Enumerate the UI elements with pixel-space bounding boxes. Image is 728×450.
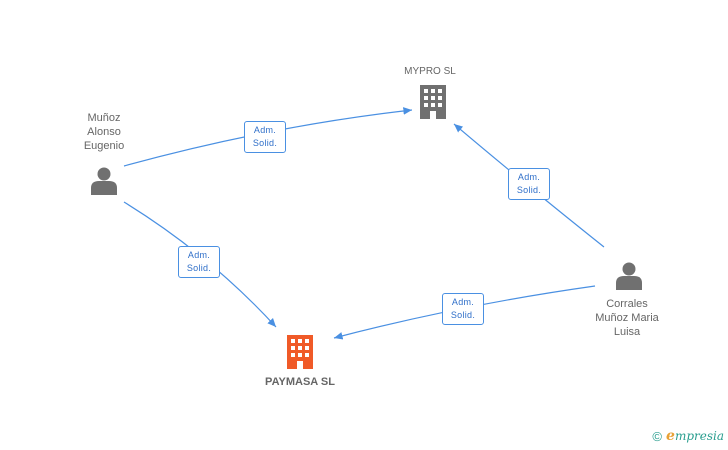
building-icon[interactable] — [283, 334, 317, 370]
edge-label-munoz-paymasa: Adm. Solid. — [178, 246, 220, 278]
brand-initial: e — [666, 428, 675, 444]
edge-label-corrales-paymasa: Adm. Solid. — [442, 293, 484, 325]
person-label-corrales[interactable]: Corrales Muñoz Maria Luisa — [595, 298, 659, 338]
edge-label-corrales-mypro: Adm. Solid. — [508, 168, 550, 200]
footer-credit: © empresia — [652, 428, 724, 444]
building-icon[interactable] — [416, 84, 450, 120]
copyright-icon: © — [652, 428, 663, 444]
person-icon[interactable] — [614, 261, 644, 291]
company-label-paymasa[interactable]: PAYMASA SL — [265, 376, 335, 388]
person-icon[interactable] — [89, 166, 119, 196]
person-label-munoz[interactable]: Muñoz Alonso Eugenio — [83, 112, 125, 152]
edge-label-munoz-mypro: Adm. Solid. — [244, 121, 286, 153]
brand-name: mpresia — [674, 429, 724, 443]
company-label-mypro[interactable]: MYPRO SL — [404, 66, 456, 77]
brand-logo[interactable]: empresia — [666, 428, 724, 444]
